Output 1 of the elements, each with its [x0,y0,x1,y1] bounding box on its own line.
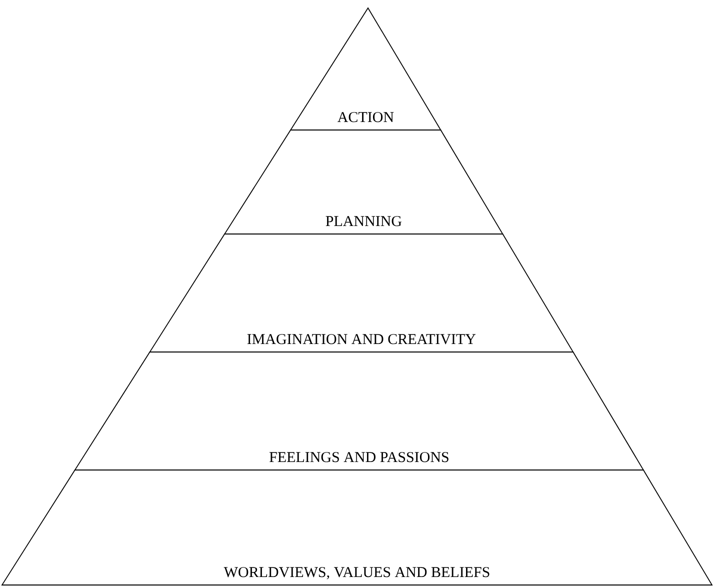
pyramid-level: FEELINGS AND PASSIONS [74,352,644,470]
